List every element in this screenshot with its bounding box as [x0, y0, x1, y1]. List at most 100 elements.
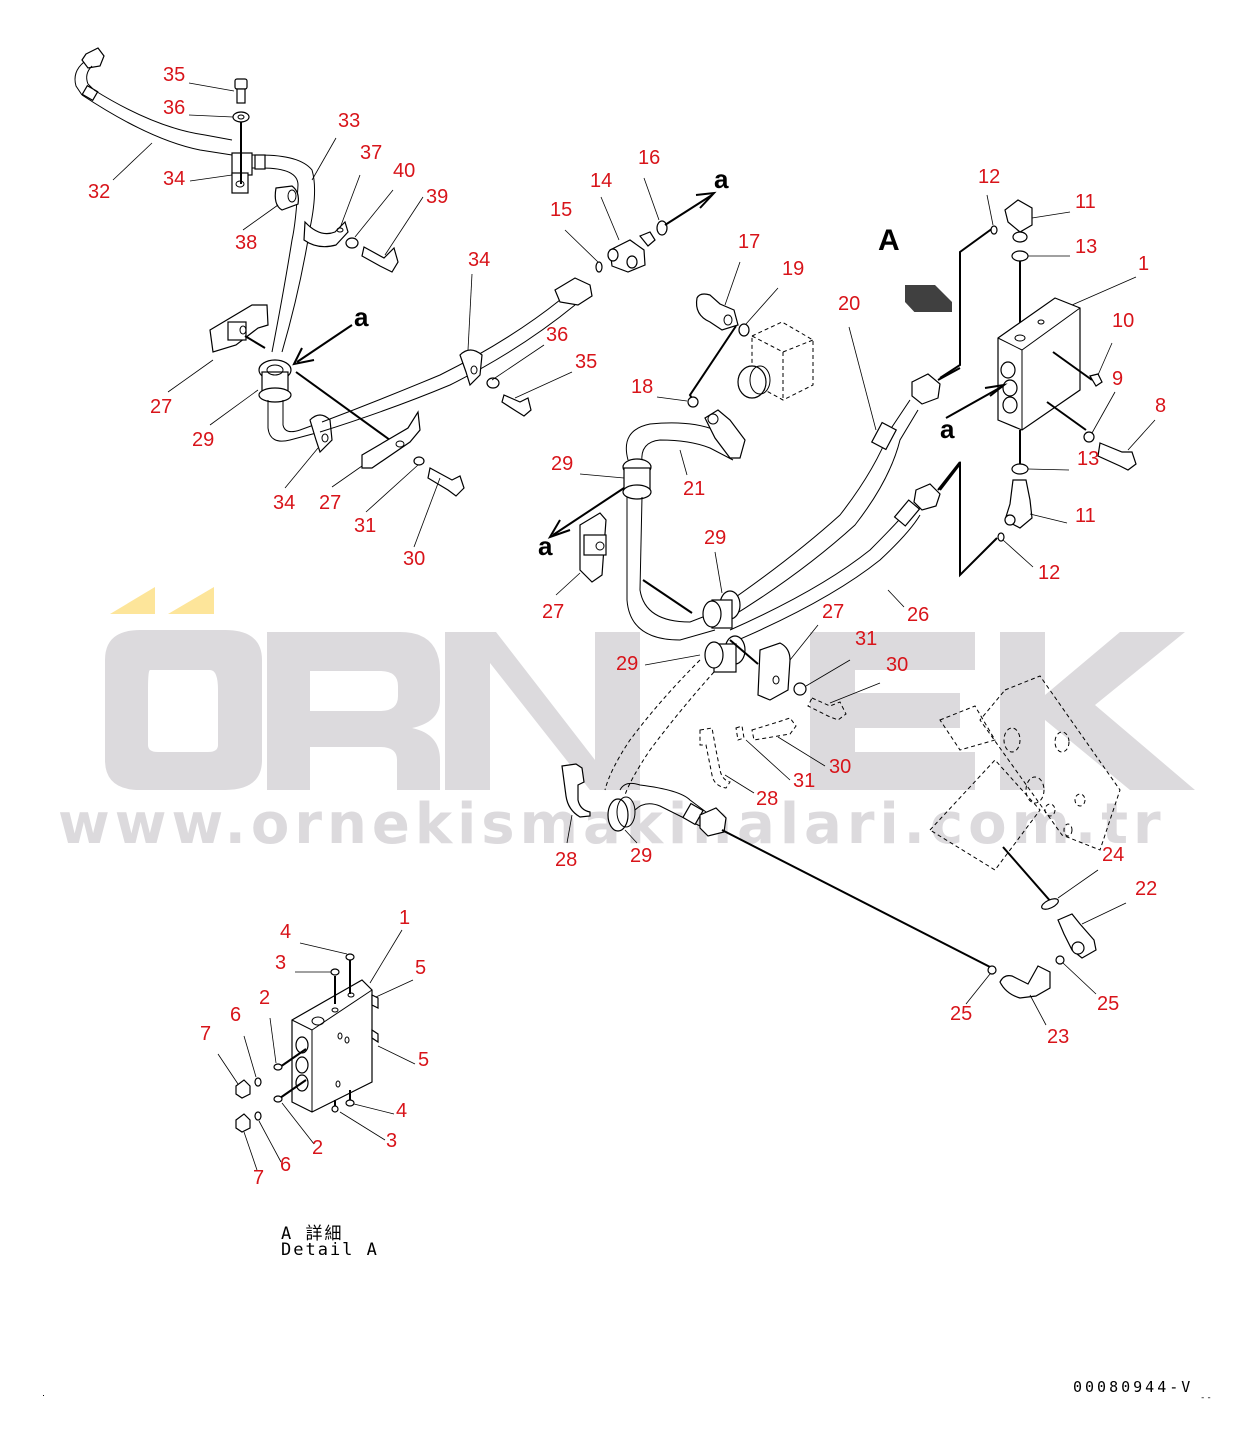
callout-part-12: 12: [978, 166, 1000, 188]
callout-part-33: 33: [338, 110, 360, 132]
detail-plug-3-bottom: [331, 1105, 339, 1113]
watermark-letter-k: [1000, 632, 1195, 790]
washer-19: [738, 323, 750, 337]
o-ring-18: [687, 396, 699, 408]
callout-part-8: 8: [1155, 395, 1166, 417]
washer-31-left: [413, 456, 425, 466]
watermark-accent-right: [168, 587, 214, 614]
callout-detail-3: 3: [386, 1130, 397, 1152]
bolt-39: [361, 246, 399, 273]
clamp-37: [303, 220, 349, 248]
callout-detail-5: 5: [418, 1049, 429, 1071]
callout-part-29: 29: [616, 653, 638, 675]
callout-part-30: 30: [403, 548, 425, 570]
o-ring-15: [595, 261, 603, 273]
watermark-letter-n: [445, 632, 640, 790]
callout-part-31: 31: [793, 770, 815, 792]
callout-detail-2: 2: [259, 987, 270, 1009]
callout-part-11: 11: [1075, 191, 1096, 213]
hose-fitting-nut: [554, 277, 593, 306]
callout-part-28: 28: [756, 788, 778, 810]
callout-part-26: 26: [907, 604, 929, 626]
document-number-suffix: --: [1200, 1393, 1213, 1403]
detail-plug-7-top: [235, 1079, 251, 1099]
washer-9: [1083, 431, 1095, 443]
o-ring-24: [1041, 898, 1059, 910]
view-arrow-label-a-right: a: [940, 414, 955, 444]
callout-part-31: 31: [354, 515, 376, 537]
valve-block-1: [997, 297, 1081, 431]
bracket-28-right: [699, 727, 731, 789]
detail-caption-en: Detail A: [281, 1240, 379, 1260]
watermark-letter-o: [105, 630, 262, 790]
callout-part-36: 36: [546, 324, 568, 346]
callout-part-27: 27: [319, 492, 341, 514]
document-number: 00080944-V: [1073, 1378, 1194, 1396]
view-arrow-label-a-mid: a: [538, 531, 553, 561]
callout-part-31: 31: [855, 628, 877, 650]
callout-part-17: 17: [738, 231, 760, 253]
detail-a-view: [235, 953, 379, 1133]
callout-part-20: 20: [838, 293, 860, 315]
callout-part-13: 13: [1077, 448, 1099, 470]
view-arrow-label-a-top: a: [714, 164, 729, 194]
callout-part-34: 34: [273, 492, 295, 514]
callout-part-27: 27: [150, 396, 172, 418]
bolt-30-left: [427, 467, 465, 497]
callout-part-30: 30: [886, 654, 908, 676]
hose-26-sleeve: [893, 499, 921, 527]
valve-block-group: A a: [878, 199, 1137, 578]
hoses-20-21-26: a: [538, 367, 993, 969]
detail-plug-2-top: [273, 1063, 283, 1071]
callout-part-23: 23: [1047, 1026, 1069, 1048]
washer-36-mid: [486, 377, 500, 389]
sensor-group: [687, 293, 814, 408]
callout-part-27: 27: [542, 601, 564, 623]
o-ring-12-bottom: [997, 532, 1005, 542]
hose-21-fitting: [704, 409, 746, 459]
callout-part-34: 34: [163, 168, 185, 190]
o-ring-25-right: [1055, 955, 1065, 965]
o-ring-13-top: [1011, 250, 1029, 262]
callout-part-22: 22: [1135, 878, 1157, 900]
callout-part-27: 27: [822, 601, 844, 623]
grommet-29-lower: [607, 798, 629, 832]
callout-part-40: 40: [393, 160, 415, 182]
callout-part-12: 12: [1038, 562, 1060, 584]
detail-o-ring-6-top: [254, 1077, 262, 1087]
callout-part-37: 37: [360, 142, 382, 164]
callout-part-1: 1: [1138, 253, 1149, 275]
callout-part-25: 25: [950, 1003, 972, 1025]
callout-part-14: 14: [590, 170, 612, 192]
clamp-group-left: a: [209, 277, 593, 497]
callout-part-35: 35: [163, 64, 185, 86]
elbow-fitting-22: [1057, 913, 1097, 959]
view-arrow-a-left: [296, 324, 353, 363]
fittings-14-16: a: [595, 164, 729, 273]
callout-part-29: 29: [704, 527, 726, 549]
detail-plug-4-top: [345, 953, 355, 961]
detail-o-ring-6-bottom: [254, 1111, 262, 1121]
callout-part-21: 21: [683, 478, 705, 500]
elbow-fitting-11-top: [1004, 199, 1033, 233]
callout-part-25: 25: [1097, 993, 1119, 1015]
watermark-letter-e: [810, 632, 975, 790]
view-arrow-a-mid: [552, 487, 625, 536]
callout-detail-6: 6: [280, 1154, 291, 1176]
callout-detail-4: 4: [280, 921, 291, 943]
callout-detail-1: 1: [399, 907, 410, 929]
callout-part-10: 10: [1112, 310, 1134, 332]
bolt-8: [1097, 442, 1137, 471]
callout-detail-7: 7: [200, 1023, 211, 1045]
callout-part-32: 32: [88, 181, 110, 203]
bracket-28-left: [561, 763, 591, 818]
o-ring-12-top: [990, 225, 998, 235]
detail-plug-5-bottom: [371, 1028, 379, 1044]
view-direction-arrow: [905, 285, 952, 325]
detail-plug-7-bottom: [235, 1113, 251, 1133]
bolt-30-lower: [751, 717, 797, 741]
callout-part-29: 29: [192, 429, 214, 451]
sensor-17: [695, 293, 739, 331]
elbow-fitting-23: [999, 965, 1051, 999]
